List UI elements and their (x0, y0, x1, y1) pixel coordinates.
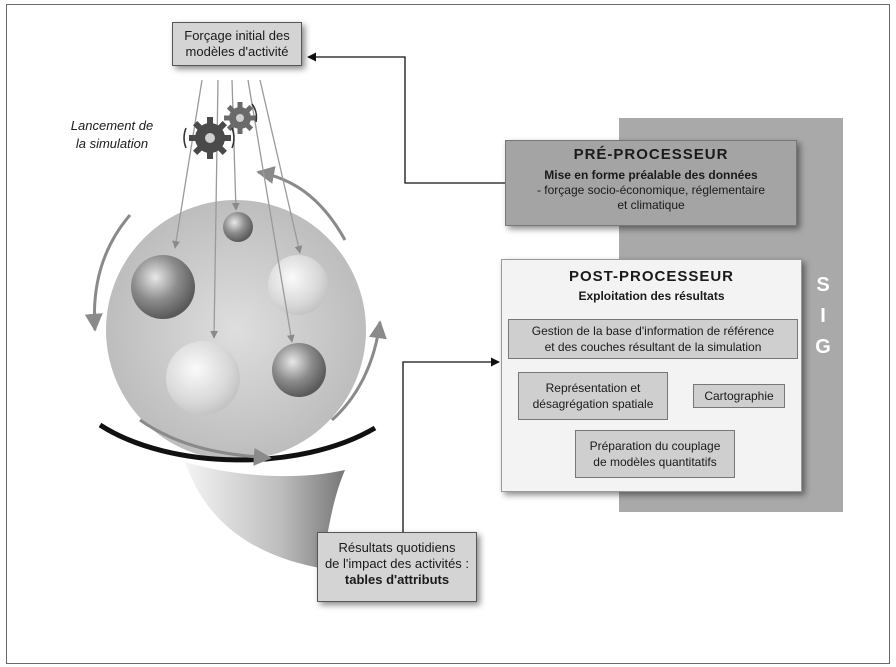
forcage-line2: modèles d'activité (185, 44, 289, 59)
pre-processeur-line2: et climatique (617, 198, 685, 212)
forcage-box: Forçage initial des modèles d'activité (172, 22, 302, 66)
representation-line1: Représentation et (545, 381, 641, 395)
pre-processeur-title: PRÉ-PROCESSEUR (573, 146, 729, 163)
pre-processeur-box: PRÉ-PROCESSEUR Mise en forme préalable d… (505, 140, 797, 226)
post-processeur-subtitle: Exploitation des résultats (578, 289, 725, 303)
rotation-arrow-right (331, 320, 387, 422)
representation-line2: désagrégation spatiale (532, 397, 654, 411)
resultats-box: Résultats quotidiens de l'impact des act… (317, 532, 477, 602)
fan-arrow-4 (247, 79, 295, 343)
resultats-line3: tables d'attributs (344, 572, 450, 587)
launch-line1: Lancement de (70, 118, 154, 133)
preparation-line1: Préparation du couplage (589, 439, 721, 453)
pre-processeur-line1: - forçage socio-économique, réglementair… (536, 183, 766, 197)
fan-arrow-3 (231, 79, 240, 211)
sphere-light-right (268, 255, 328, 315)
rotation-arrow-left (84, 214, 132, 332)
pre-processeur-subtitle: Mise en forme préalable des données (544, 168, 758, 182)
arrow-pre-to-forcage (307, 52, 505, 184)
gestion-line2: et des couches résultant de la simulatio… (544, 340, 762, 354)
representation-box: Représentation et désagrégation spatiale (518, 372, 668, 420)
fan-arrow-1 (172, 79, 203, 249)
cartographie-label: Cartographie (704, 389, 774, 403)
fan-arrow-2 (210, 79, 219, 339)
fan-arrow-5 (259, 79, 303, 254)
gears-icon (183, 102, 258, 159)
forcage-line1: Forçage initial des (184, 28, 290, 43)
preparation-box: Préparation du couplage de modèles quant… (575, 430, 735, 478)
gestion-box: Gestion de la base d'information de réfé… (508, 319, 798, 359)
sphere-large-left (131, 255, 195, 319)
launch-label: Lancement de la simulation (52, 117, 172, 153)
resultats-line1: Résultats quotidiens (338, 540, 456, 555)
rotation-arrow-bottom (139, 418, 272, 466)
preparation-line2: de modèles quantitatifs (593, 455, 717, 469)
funnel-shape (185, 462, 345, 568)
rotation-arrow-top (256, 166, 347, 241)
sig-letter-s: S (816, 274, 830, 296)
cartographie-box: Cartographie (693, 384, 785, 408)
resultats-line2: de l'impact des activités : (324, 556, 470, 571)
gestion-line1: Gestion de la base d'information de réfé… (531, 324, 775, 338)
post-processeur-title: POST-PROCESSEUR (568, 268, 735, 285)
launch-line2: la simulation (75, 136, 149, 151)
arrow-resultats-to-post (402, 357, 500, 532)
sig-letter-g: G (815, 336, 831, 358)
sig-label: S I G (806, 270, 840, 363)
sphere-small-top (223, 212, 253, 242)
sphere-light-bottom (166, 341, 240, 415)
sig-letter-i: I (820, 305, 826, 327)
bowl-arc (98, 422, 377, 463)
sphere-dark-right (272, 343, 326, 397)
